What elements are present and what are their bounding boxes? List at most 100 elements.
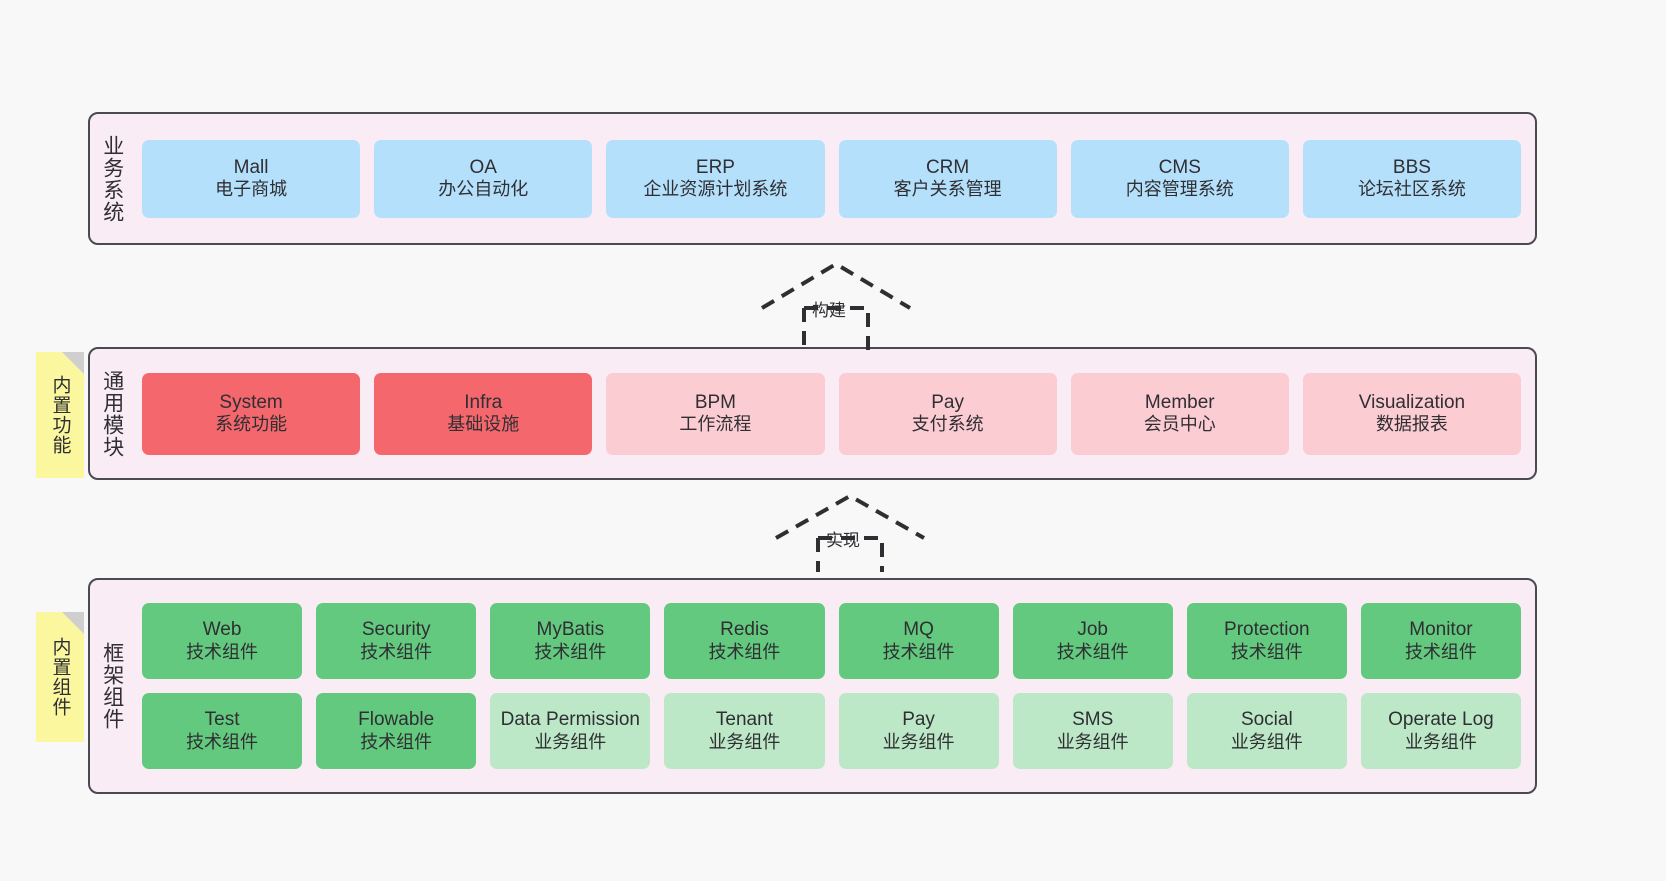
sticky-note-label: 内置组件 bbox=[49, 637, 71, 717]
card-title-cn: 技术组件 bbox=[1230, 641, 1303, 662]
connector-build-glyph bbox=[760, 261, 912, 354]
card-title-cn: 电子商城 bbox=[215, 179, 288, 200]
card-title-en: Operate Log bbox=[1388, 709, 1494, 731]
layer-framework-component: 框架组件 Web 技术组件 Security 技术组件 MyBatis 技术组件… bbox=[88, 578, 1537, 794]
card-title-en: CRM bbox=[925, 156, 970, 178]
card-title-en: Tenant bbox=[715, 709, 773, 731]
card-title-cn: 数据报表 bbox=[1375, 414, 1448, 435]
card-title-cn: 技术组件 bbox=[1056, 641, 1129, 662]
card-title-cn: 技术组件 bbox=[1404, 641, 1477, 662]
card-title-en: Security bbox=[361, 619, 431, 641]
card-mall[interactable]: Mall 电子商城 bbox=[142, 139, 361, 218]
card-row: System 系统功能 Infra 基础设施 BPM 工作流程 Pay 支付系统… bbox=[142, 372, 1522, 455]
connector-build-label: 构建 bbox=[812, 301, 846, 320]
card-row: Web 技术组件 Security 技术组件 MyBatis 技术组件 Redi… bbox=[142, 603, 1521, 679]
card-title-en: Data Permission bbox=[500, 709, 640, 731]
card-pay-business[interactable]: Pay 业务组件 bbox=[838, 693, 999, 769]
card-title-en: MyBatis bbox=[536, 619, 605, 641]
card-title-en: Member bbox=[1144, 391, 1215, 413]
card-security[interactable]: Security 技术组件 bbox=[316, 603, 477, 679]
layer-title-framework-component: 框架组件 bbox=[100, 642, 124, 730]
card-title-cn: 客户关系管理 bbox=[893, 179, 1002, 200]
card-title-en: BBS bbox=[1392, 156, 1431, 178]
card-title-cn: 基础设施 bbox=[447, 414, 520, 435]
card-job[interactable]: Job 技术组件 bbox=[1012, 603, 1173, 679]
card-sms[interactable]: SMS 业务组件 bbox=[1012, 693, 1173, 769]
card-title-en: MQ bbox=[903, 619, 934, 641]
sticky-note-builtin-function: 内置功能 bbox=[36, 352, 84, 478]
card-bpm[interactable]: BPM 工作流程 bbox=[606, 372, 825, 455]
card-title-en: Protection bbox=[1224, 619, 1310, 641]
card-operate-log[interactable]: Operate Log 业务组件 bbox=[1360, 693, 1521, 769]
layer-business-system: 业务系统 Mall 电子商城 OA 办公自动化 ERP 企业资源计划系统 CRM… bbox=[88, 112, 1537, 245]
card-title-cn: 支付系统 bbox=[911, 414, 984, 435]
card-title-cn: 技术组件 bbox=[534, 641, 607, 662]
connector-implement-label: 实现 bbox=[826, 531, 860, 550]
card-title-cn: 技术组件 bbox=[360, 731, 433, 752]
card-social[interactable]: Social 业务组件 bbox=[1186, 693, 1347, 769]
layer-body-framework-component: Web 技术组件 Security 技术组件 MyBatis 技术组件 Redi… bbox=[134, 580, 1535, 792]
card-title-cn: 业务组件 bbox=[1056, 731, 1129, 752]
card-title-en: Monitor bbox=[1409, 619, 1473, 641]
layer-body-business-system: Mall 电子商城 OA 办公自动化 ERP 企业资源计划系统 CRM 客户关系… bbox=[134, 114, 1535, 243]
card-visualization[interactable]: Visualization 数据报表 bbox=[1302, 372, 1522, 455]
card-infra[interactable]: Infra 基础设施 bbox=[374, 372, 593, 455]
sticky-note-builtin-component: 内置组件 bbox=[36, 612, 84, 742]
card-crm[interactable]: CRM 客户关系管理 bbox=[838, 139, 1057, 218]
card-mybatis[interactable]: MyBatis 技术组件 bbox=[490, 603, 651, 679]
card-title-cn: 企业资源计划系统 bbox=[643, 179, 788, 200]
card-title-cn: 技术组件 bbox=[882, 641, 955, 662]
card-title-en: SMS bbox=[1072, 709, 1114, 731]
card-title-en: Redis bbox=[720, 619, 769, 641]
card-redis[interactable]: Redis 技术组件 bbox=[664, 603, 825, 679]
card-title-en: Infra bbox=[464, 391, 503, 413]
card-row: Mall 电子商城 OA 办公自动化 ERP 企业资源计划系统 CRM 客户关系… bbox=[142, 139, 1522, 218]
card-title-cn: 论坛社区系统 bbox=[1357, 179, 1466, 200]
layer-body-common-module: System 系统功能 Infra 基础设施 BPM 工作流程 Pay 支付系统… bbox=[134, 349, 1535, 478]
card-title-en: Flowable bbox=[358, 709, 435, 731]
card-title-cn: 技术组件 bbox=[186, 641, 259, 662]
card-title-en: System bbox=[219, 391, 283, 413]
card-title-en: Test bbox=[204, 709, 240, 731]
card-title-en: Job bbox=[1077, 619, 1108, 641]
card-title-en: Pay bbox=[902, 709, 935, 731]
card-title-cn: 内容管理系统 bbox=[1125, 179, 1234, 200]
card-test[interactable]: Test 技术组件 bbox=[142, 693, 303, 769]
card-web[interactable]: Web 技术组件 bbox=[142, 603, 303, 679]
card-title-en: Web bbox=[202, 619, 242, 641]
connector-implement: 实现 bbox=[770, 490, 930, 572]
card-protection[interactable]: Protection 技术组件 bbox=[1186, 603, 1347, 679]
card-title-en: Pay bbox=[931, 391, 964, 413]
card-title-cn: 业务组件 bbox=[534, 731, 607, 752]
card-tenant[interactable]: Tenant 业务组件 bbox=[664, 693, 825, 769]
card-oa[interactable]: OA 办公自动化 bbox=[374, 139, 593, 218]
card-title-cn: 业务组件 bbox=[882, 731, 955, 752]
card-flowable[interactable]: Flowable 技术组件 bbox=[316, 693, 477, 769]
card-monitor[interactable]: Monitor 技术组件 bbox=[1360, 603, 1521, 679]
layer-title-business-system: 业务系统 bbox=[100, 134, 124, 223]
card-title-cn: 会员中心 bbox=[1143, 414, 1216, 435]
card-erp[interactable]: ERP 企业资源计划系统 bbox=[606, 139, 825, 218]
card-title-cn: 工作流程 bbox=[679, 414, 752, 435]
card-title-cn: 技术组件 bbox=[708, 641, 781, 662]
card-member[interactable]: Member 会员中心 bbox=[1070, 372, 1289, 455]
card-mq[interactable]: MQ 技术组件 bbox=[838, 603, 999, 679]
sticky-note-label: 内置功能 bbox=[49, 375, 71, 455]
card-title-cn: 业务组件 bbox=[708, 731, 781, 752]
card-cms[interactable]: CMS 内容管理系统 bbox=[1070, 139, 1289, 218]
layer-common-module: 通用模块 System 系统功能 Infra 基础设施 BPM 工作流程 Pay… bbox=[88, 347, 1537, 480]
card-title-en: CMS bbox=[1158, 156, 1201, 178]
card-pay[interactable]: Pay 支付系统 bbox=[838, 372, 1057, 455]
card-title-cn: 业务组件 bbox=[1404, 731, 1477, 752]
card-system[interactable]: System 系统功能 bbox=[142, 372, 361, 455]
connector-implement-glyph bbox=[775, 493, 925, 572]
card-title-cn: 办公自动化 bbox=[438, 179, 529, 200]
card-bbs[interactable]: BBS 论坛社区系统 bbox=[1302, 139, 1522, 218]
connector-build: 构建 bbox=[756, 258, 916, 354]
card-row: Test 技术组件 Flowable 技术组件 Data Permission … bbox=[142, 693, 1521, 769]
card-data-permission[interactable]: Data Permission 业务组件 bbox=[490, 693, 651, 769]
card-title-en: BPM bbox=[694, 391, 737, 413]
card-title-en: Social bbox=[1240, 709, 1293, 731]
card-title-cn: 技术组件 bbox=[186, 731, 259, 752]
